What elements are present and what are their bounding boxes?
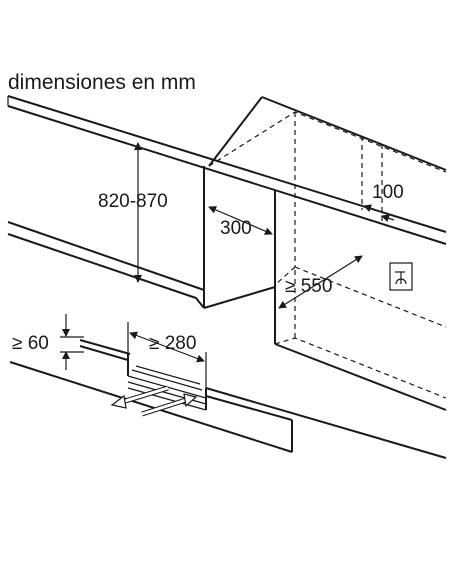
wall-gap-dimension [363, 204, 395, 223]
diagram-title: dimensiones en mm [8, 71, 196, 94]
height-label: 820-870 [98, 191, 168, 212]
depth-top-dimension [208, 206, 273, 235]
vent-height-dimension [60, 314, 84, 370]
plinth [9, 339, 447, 459]
depth-top-label: 300 [220, 218, 252, 239]
vent-width-label: ≥ 280 [149, 333, 196, 354]
vent-height-label: ≥ 60 [12, 333, 49, 354]
back-wall [208, 96, 447, 171]
cabinet-side-panel [203, 166, 447, 411]
left-cabinet [7, 221, 205, 309]
cabinet-depth-label: ≥ 550 [285, 276, 332, 297]
cabinet-depth-dimension [278, 255, 363, 309]
niche-outline [208, 111, 447, 399]
electrical-socket-icon [389, 262, 413, 291]
wall-gap-label: 100 [372, 182, 404, 203]
airflow-arrows-icon [110, 385, 198, 417]
vent-width-dimension [127, 322, 207, 388]
